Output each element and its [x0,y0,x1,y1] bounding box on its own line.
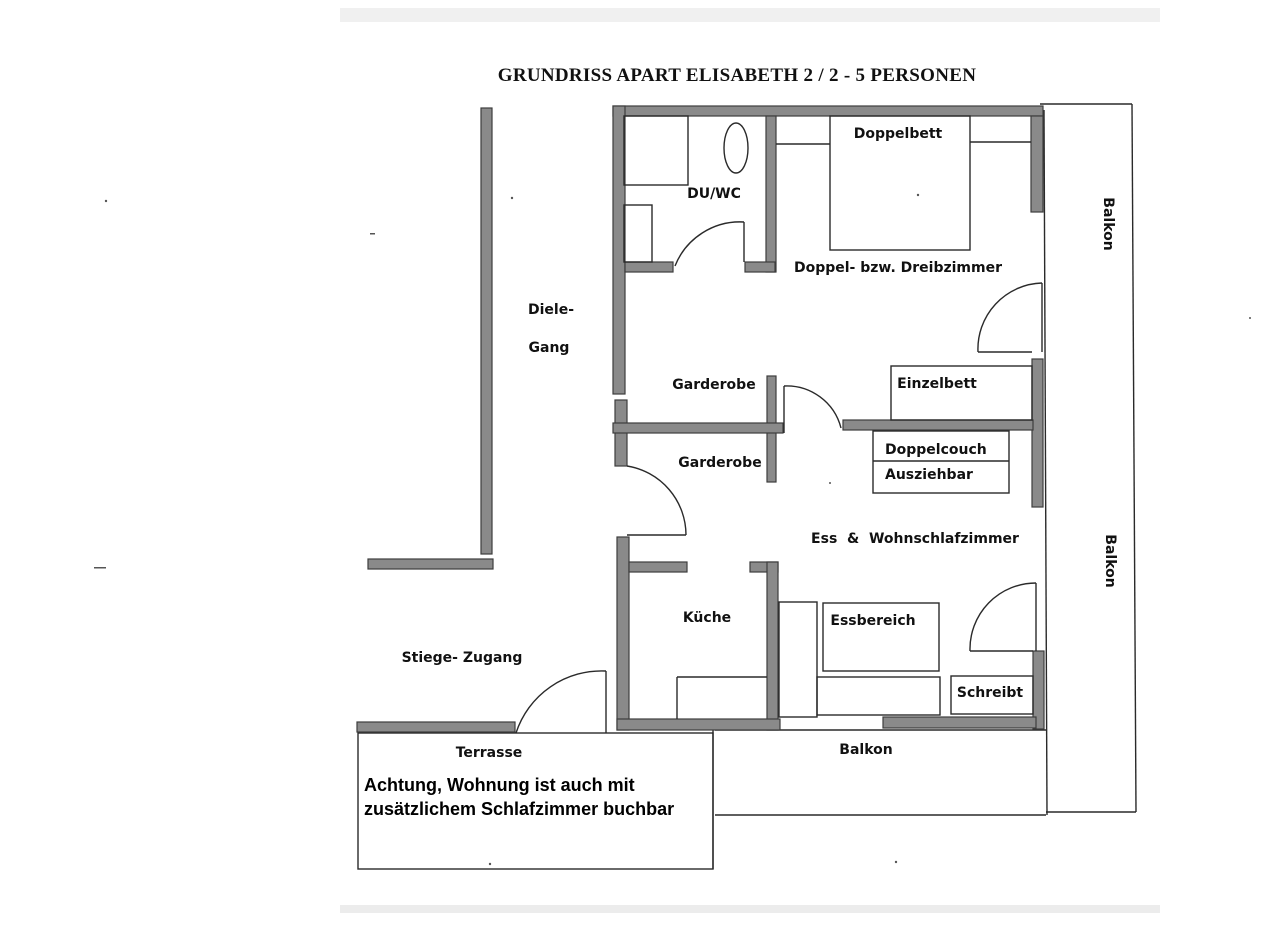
walls [356,105,1045,733]
label-einzelbett: Einzelbett [897,376,977,392]
label-diele: Diele- [528,302,574,318]
label-du-wc: DU/WC [687,186,741,202]
scan-shadow-top [340,8,1160,22]
label-stiege-zugang: Stiege- Zugang [402,650,523,666]
label-gang: Gang [529,340,570,356]
label-doppel-dreibettzimmer: Doppel- bzw. Dreibzimmer [794,260,1002,276]
label-ess-wohnschlafzimmer: Ess & Wohnschlafzimmer [811,531,1019,547]
label-balkon-bottom: Balkon [839,742,892,758]
label-doppelbett: Doppelbett [854,126,943,142]
label-essbereich: Essbereich [830,613,915,629]
label-garderobe-lower: Garderobe [678,455,761,471]
fixtures [515,115,1043,734]
scan-specks [94,193,1251,866]
label-garderobe-upper: Garderobe [672,377,755,393]
label-balkon-right-top: Balkon [1100,197,1116,250]
note-line-1: Achtung, Wohnung ist auch mit [364,775,635,795]
plan-title: GRUNDRISS APART ELISABETH 2 / 2 - 5 PERS… [498,65,976,86]
label-terrasse: Terrasse [456,745,523,761]
label-kueche: Küche [683,610,731,626]
label-ausziehbar: Ausziehbar [885,467,973,483]
note-line-2: zusätzlichem Schlafzimmer buchbar [364,799,674,819]
label-balkon-right-bottom: Balkon [1102,534,1118,587]
label-schreibtisch: Schreibt [957,685,1024,701]
label-doppelcouch: Doppelcouch [885,442,987,458]
room-labels: DU/WC Doppelbett Doppel- bzw. Dreibzimme… [402,126,1118,761]
booking-note: Achtung, Wohnung ist auch mit zusätzlich… [364,775,674,819]
scan-shadow-bottom [340,905,1160,913]
